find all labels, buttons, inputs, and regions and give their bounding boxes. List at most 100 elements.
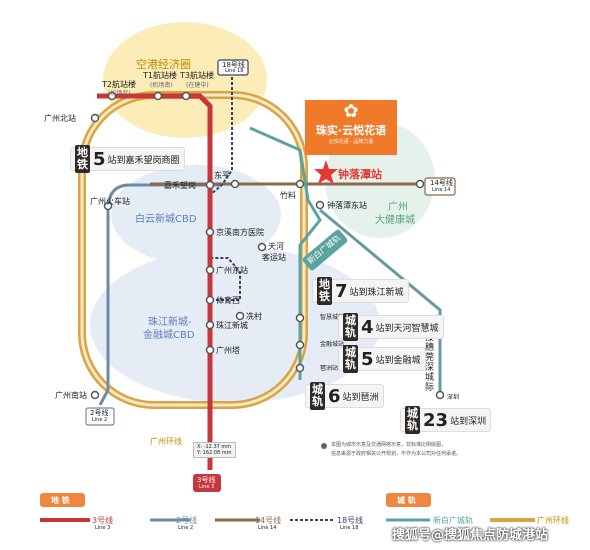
- station-t3[interactable]: [181, 91, 191, 101]
- legend-metro-bg: [40, 493, 85, 507]
- label-gz-tower: 广州塔: [216, 346, 240, 355]
- label-zhujiang: 珠江新城: [216, 321, 248, 330]
- station-dongping[interactable]: [230, 179, 240, 189]
- panel-num: 6: [328, 385, 341, 407]
- panel-tag: 城轨: [343, 345, 358, 373]
- label-gz-train: 广州火车站: [90, 197, 130, 206]
- label-jingxi: 京溪南方医院: [216, 228, 264, 237]
- panel-jinrong: 城轨 5 站到金融城: [338, 345, 426, 373]
- station-zhihui[interactable]: [295, 313, 305, 323]
- label-gz-south: 广州南站: [55, 391, 87, 400]
- zone-health-2: 大健康城: [375, 215, 415, 226]
- station-t1[interactable]: [153, 91, 163, 101]
- line18-badge-en: Line 18: [225, 68, 244, 74]
- legend-ring-label: 广州环线: [537, 516, 569, 525]
- label-t2-sub: (机场北): [108, 90, 131, 97]
- panel-pazhou: 城轨 6 站到琶洲: [305, 382, 384, 410]
- station-tianhe-bus[interactable]: [257, 242, 267, 252]
- station-zhujiang[interactable]: [205, 320, 215, 330]
- zone-pearl-2: 金融城CBD: [143, 330, 195, 341]
- legend-rail-title: 城 轨: [397, 496, 416, 505]
- label-tiyu: 体育西: [216, 296, 240, 305]
- station-zhuliao[interactable]: [295, 179, 305, 189]
- label-jinrong: 金融城站: [320, 341, 345, 348]
- legend-line18-label: 18号线: [337, 516, 364, 525]
- panel-zhihui: 城轨 4 站到天河智慧城: [338, 313, 444, 341]
- note-line-1: 本图为城市示意及交通网络示意，非标准比例绘图，: [331, 442, 447, 448]
- station-line14-end[interactable]: [415, 179, 425, 189]
- coord-y: Y: 162.08 mm: [197, 450, 232, 456]
- xinbai-badge: [302, 229, 348, 271]
- label-gz-north: 广州北站: [44, 114, 76, 123]
- coord-x: X: -12.37 mm: [197, 444, 232, 450]
- panel-text: 站到珠江新城: [349, 287, 404, 298]
- project-logo: ✿ 珠实·云悦花语 云悦花语 · 品牌力量: [305, 100, 397, 155]
- project-star-icon: [314, 160, 338, 184]
- line2-badge-en: Line 2: [92, 417, 108, 423]
- line18-badge: 18号线: [222, 61, 245, 69]
- station-tiyu[interactable]: [205, 295, 215, 305]
- legend-rail-bg: [386, 493, 431, 507]
- station-zhongluotan-east[interactable]: [315, 200, 325, 210]
- label-shenzhen: 深圳: [447, 394, 460, 401]
- label-zhuliao: 竹料: [280, 191, 296, 200]
- project-name: 珠实·云悦花语: [315, 124, 387, 137]
- station-jiahe[interactable]: [205, 180, 215, 190]
- label-t3-sub: (在建中): [186, 82, 209, 89]
- station-t2[interactable]: [107, 91, 117, 101]
- label-gz-east: 广州东站: [216, 266, 248, 275]
- line3-badge: 3号线: [197, 476, 216, 484]
- panel-tag: 地铁: [317, 277, 332, 305]
- label-zhongluotan-east: 钟落潭东站: [327, 201, 367, 210]
- zone-health-1: 广州: [388, 202, 408, 213]
- label-zhihui: 智慧城站: [320, 314, 345, 321]
- link-line: [319, 209, 441, 395]
- legend-line2-label: 2号线: [176, 516, 198, 525]
- zone-airport: 空港经济圈: [136, 58, 191, 71]
- panel-tag: 城轨: [405, 406, 420, 434]
- station-jingxi[interactable]: [205, 227, 215, 237]
- line18-badge-bg: [217, 59, 249, 76]
- note-line-2: 信息来源于政府相关公开规划，不作为本公司对任何承诺。: [331, 451, 462, 457]
- station-gz-south[interactable]: [90, 390, 100, 400]
- station-pazhou[interactable]: [295, 363, 305, 373]
- label-t3: T3航站楼: [180, 71, 214, 80]
- label-t2: T2航站楼: [102, 80, 136, 89]
- panel-num: 4: [361, 316, 374, 338]
- panel-text: 站到天河智慧城: [375, 323, 439, 334]
- line14-badge-bg: [424, 177, 456, 196]
- label-zhongluotan: 钟落潭站: [338, 168, 382, 181]
- line-3: [97, 93, 213, 470]
- station-gz-train[interactable]: [103, 201, 113, 211]
- project-sub: 云悦花语 · 品牌力量: [328, 139, 374, 145]
- coord-readout: X: -12.37 mm Y: 162.08 mm: [193, 442, 236, 458]
- legend-line18-en: Line 18: [340, 525, 359, 531]
- panel-num: 5: [361, 348, 374, 370]
- label-xiancun: 冼村: [246, 312, 262, 321]
- station-gz-east[interactable]: [205, 265, 215, 275]
- panel-num: 7: [335, 280, 348, 302]
- label-tianhe-bus-2: 客运站: [262, 253, 286, 262]
- zone-pearl-1: 珠江新城-: [148, 317, 192, 328]
- label-dongping: 东平: [214, 171, 230, 180]
- legend-line3-en: Line 3: [95, 525, 111, 531]
- station-gz-tower[interactable]: [205, 345, 215, 355]
- flower-icon: ✿: [343, 101, 359, 122]
- note-icon: [321, 443, 327, 449]
- station-jinrong[interactable]: [295, 340, 305, 350]
- station-xiancun[interactable]: [235, 311, 245, 321]
- panel-jiahe: 地铁 5 站到嘉禾望岗商圈: [70, 145, 185, 173]
- line3-badge-en: Line 3: [199, 484, 215, 490]
- station-shenzhen[interactable]: [435, 390, 445, 400]
- legend-metro-title: 地 铁: [51, 496, 70, 505]
- panel-shenzhen: 城轨 23 站到深圳: [400, 406, 492, 434]
- label-jiahe: 嘉禾望岗: [164, 181, 196, 190]
- panel-text: 站到金融城: [375, 355, 421, 366]
- panel-text: 站到琶洲: [342, 392, 379, 403]
- station-gz-north[interactable]: [90, 113, 100, 123]
- label-t1-sub: (机场南): [150, 82, 173, 89]
- legend-line14-label: 14号线: [255, 516, 282, 525]
- panel-text: 站到深圳: [450, 416, 487, 427]
